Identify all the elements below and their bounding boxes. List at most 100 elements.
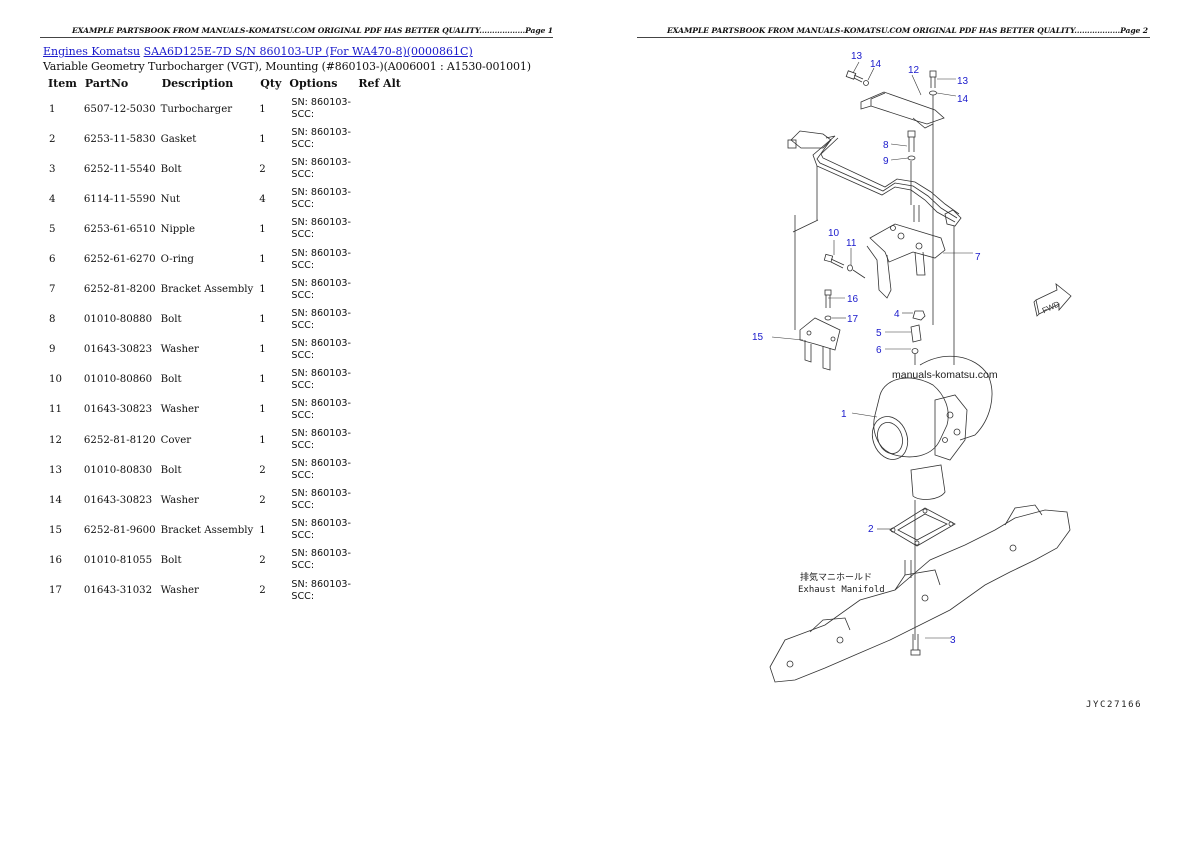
options-cell: SN: 860103-SCC: — [285, 244, 354, 274]
options-sn: SN: 860103- — [291, 458, 351, 470]
ref-alt-cell — [354, 455, 405, 485]
ref-alt-cell — [354, 425, 405, 455]
description-cell: Bolt — [160, 554, 182, 566]
nut-nipple-oring — [910, 310, 926, 365]
breadcrumb-link-model[interactable]: SAA6D125E-7D S/N 860103-UP (For WA470-8)… — [143, 45, 473, 58]
callout-13-right: 13 — [957, 76, 969, 87]
options-sn: SN: 860103- — [291, 488, 351, 500]
options-sn: SN: 860103- — [291, 548, 351, 560]
qty-cell: 1 — [259, 223, 266, 235]
item-cell: 15 — [49, 524, 62, 536]
leader-lines — [771, 61, 973, 639]
options-scc: SCC: — [291, 319, 315, 331]
partno-cell: 6253-61-6510 — [83, 223, 156, 235]
bolt-part-8 — [907, 130, 916, 205]
callout-8: 8 — [883, 140, 889, 151]
page-header: EXAMPLE PARTSBOOK FROM MANUALS-KOMATSU.C… — [666, 26, 1148, 35]
page-title: Variable Geometry Turbocharger (VGT), Mo… — [43, 60, 531, 73]
qty-cell: 1 — [259, 374, 266, 386]
description-cell: Bracket Assembly — [160, 284, 254, 296]
options-cell: SN: 860103-SCC: — [285, 184, 354, 214]
options-scc: SCC: — [291, 199, 315, 211]
options-cell: SN: 860103-SCC: — [285, 94, 354, 124]
bolt-part-13-right — [929, 70, 937, 325]
callout-5: 5 — [876, 328, 882, 339]
ref-alt-cell — [354, 214, 405, 244]
description-cell: Washer — [160, 494, 199, 506]
partno-cell: 01010-80880 — [83, 314, 153, 326]
description-cell: Cover — [160, 434, 192, 446]
options-cell: SN: 860103-SCC: — [285, 515, 354, 545]
exhaust-manifold — [769, 504, 1071, 683]
description-cell: Gasket — [160, 133, 197, 145]
qty-cell: 2 — [259, 163, 266, 175]
partno-cell: 01010-80860 — [83, 374, 153, 386]
item-cell: 7 — [49, 284, 56, 296]
callout-14-right: 14 — [957, 94, 969, 105]
options-cell: SN: 860103-SCC: — [285, 576, 354, 606]
qty-cell: 1 — [259, 103, 266, 115]
options-cell: SN: 860103-SCC: — [285, 485, 354, 515]
item-cell: 10 — [49, 374, 62, 386]
manifold-label-en: Exhaust Manifold — [798, 585, 885, 595]
partno-cell: 01643-31032 — [83, 585, 153, 597]
options-scc: SCC: — [291, 530, 315, 542]
col-header-qty: Qty — [260, 77, 282, 90]
options-sn: SN: 860103- — [291, 157, 351, 169]
options-scc: SCC: — [291, 560, 315, 572]
options-scc: SCC: — [291, 470, 315, 482]
description-cell: Bracket Assembly — [160, 524, 254, 536]
qty-cell: 1 — [259, 314, 266, 326]
breadcrumb-link-engines[interactable]: Engines Komatsu — [43, 45, 141, 58]
page-header: EXAMPLE PARTSBOOK FROM MANUALS-KOMATSU.C… — [71, 26, 553, 35]
item-cell: 16 — [49, 554, 62, 566]
options-cell: SN: 860103-SCC: — [285, 214, 354, 244]
callout-2: 2 — [868, 524, 874, 535]
item-cell: 6 — [49, 254, 56, 266]
gasket-part-2 — [889, 500, 956, 640]
bracket-assembly-part-15 — [794, 215, 841, 371]
options-scc: SCC: — [291, 379, 315, 391]
options-scc: SCC: — [291, 500, 315, 512]
options-cell: SN: 860103-SCC: — [285, 305, 354, 335]
callout-7: 7 — [975, 252, 981, 263]
description-cell: Turbocharger — [160, 103, 233, 115]
item-cell: 14 — [49, 494, 62, 506]
item-cell: 11 — [49, 404, 62, 416]
qty-cell: 2 — [259, 554, 266, 566]
options-sn: SN: 860103- — [291, 397, 351, 409]
options-sn: SN: 860103- — [291, 97, 351, 109]
item-cell: 13 — [49, 464, 62, 476]
options-sn: SN: 860103- — [291, 337, 351, 349]
options-sn: SN: 860103- — [291, 247, 351, 259]
options-scc: SCC: — [291, 440, 315, 452]
options-scc: SCC: — [291, 169, 315, 181]
options-scc: SCC: — [291, 229, 315, 241]
description-cell: Bolt — [160, 314, 182, 326]
qty-cell: 1 — [259, 254, 266, 266]
partno-cell: 6252-61-6270 — [83, 254, 156, 266]
partno-cell: 6252-11-5540 — [83, 163, 156, 175]
item-cell: 1 — [49, 103, 56, 115]
fwd-arrow-icon — [1033, 283, 1072, 317]
options-cell: SN: 860103-SCC: — [285, 154, 354, 184]
partno-cell: 01643-30823 — [83, 404, 153, 416]
options-sn: SN: 860103- — [291, 428, 351, 440]
ref-alt-cell — [354, 305, 405, 335]
options-cell: SN: 860103-SCC: — [285, 425, 354, 455]
page-1: EXAMPLE PARTSBOOK FROM MANUALS-KOMATSU.C… — [40, 26, 553, 606]
partno-cell: 6252-81-9600 — [83, 524, 156, 536]
callout-10: 10 — [828, 228, 840, 239]
exploded-parts-diagram: 13 14 12 13 14 8 9 10 11 7 16 17 15 4 5 … — [752, 51, 1141, 710]
